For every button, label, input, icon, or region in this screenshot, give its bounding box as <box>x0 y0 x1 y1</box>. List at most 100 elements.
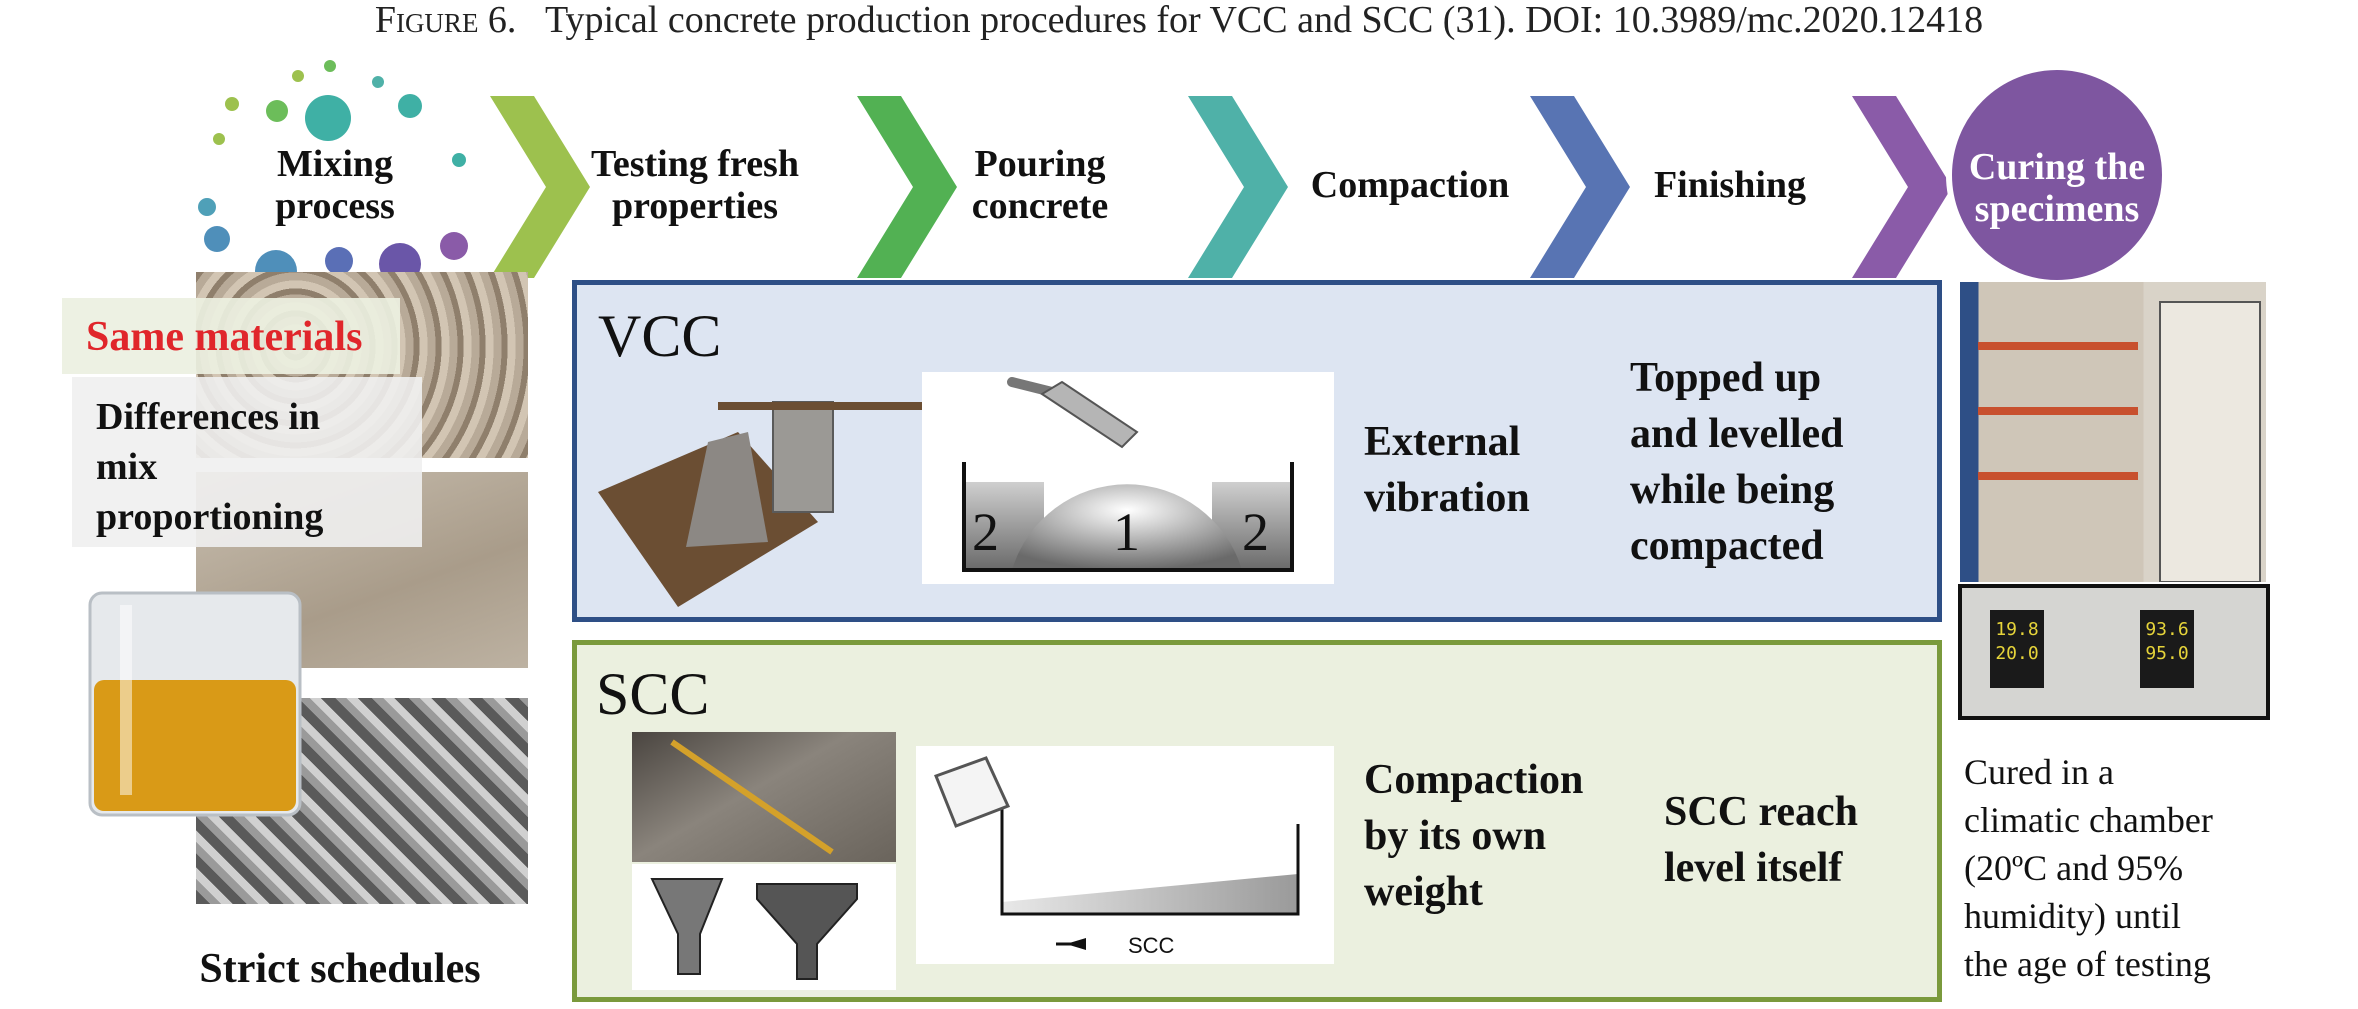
same-materials-label: Same materials <box>86 314 363 360</box>
figure-label: Figure 6. <box>374 0 517 41</box>
scc-fill <box>1002 874 1298 914</box>
chevron-arrow-1 <box>490 96 590 278</box>
chamber-door <box>2159 301 2261 582</box>
curing-description: Cured in a climatic chamber (20ºC and 95… <box>1964 748 2213 988</box>
scc-flow-label: SCC <box>1128 933 1175 958</box>
beaker-liquid <box>94 680 296 811</box>
chamber-shelves-svg <box>1978 301 2261 582</box>
scc-label: SCC <box>596 661 710 727</box>
step-finishing: Finishing <box>1630 164 1830 206</box>
step-label-line: concrete <box>971 185 1109 227</box>
chevron-arrow-3 <box>1188 96 1288 278</box>
text-line: Cured in a <box>1964 752 2114 792</box>
text-line: the age of testing <box>1964 944 2211 984</box>
scc-flow-svg <box>934 756 1300 950</box>
pouring-cup <box>934 756 1011 828</box>
text-line: Compaction <box>1364 757 1584 803</box>
figure-caption-text: Typical concrete production procedures f… <box>544 0 1984 41</box>
dot <box>225 97 239 111</box>
scoop-head <box>1040 380 1139 449</box>
chevron-shape <box>490 96 590 278</box>
differences-banner <box>72 377 422 547</box>
same-materials-banner <box>62 298 400 374</box>
text-line: (20ºC and 95% <box>1964 848 2184 888</box>
layer-number-left: 2 <box>972 502 999 562</box>
text-line: weight <box>1364 869 1483 915</box>
beaker-highlight <box>120 605 132 795</box>
text-line: External <box>1364 419 1521 465</box>
dot <box>292 70 304 82</box>
text-line: vibration <box>1364 475 1530 521</box>
dot <box>204 226 230 252</box>
dot <box>305 95 351 141</box>
text-line: while being <box>1630 467 1835 513</box>
layer-number-center: 1 <box>1113 502 1140 562</box>
vcc-layers-svg <box>962 377 1294 572</box>
display-value: 19.8 <box>1995 619 2039 640</box>
text-line: Topped up <box>1630 355 1822 401</box>
vcc-finishing-text: Topped up and levelled while being compa… <box>1630 350 1844 574</box>
text-line: SCC reach <box>1664 789 1859 835</box>
step-pouring: Pouring concrete <box>930 143 1150 227</box>
display-value: 93.6 <box>2145 619 2189 640</box>
text-line: compacted <box>1630 523 1824 569</box>
layer-number-right: 2 <box>1242 502 1269 562</box>
slump-flow-rule <box>670 739 834 855</box>
step-curing: Curing the specimens <box>1946 146 2168 230</box>
dot <box>372 76 384 88</box>
chevron-shape <box>1852 96 1952 278</box>
admixture-beaker-image <box>88 591 302 817</box>
v-funnel-svg <box>650 878 858 980</box>
chevron-arrow-4 <box>1530 96 1630 278</box>
shelf <box>1978 407 2138 415</box>
text-line: humidity) until <box>1964 896 2182 936</box>
differences-label: Differences in mix proportioning <box>96 392 323 542</box>
dot <box>440 232 468 260</box>
step-mixing-process: Mixing process <box>230 143 440 227</box>
measuring-tape <box>670 739 834 855</box>
central-dome <box>1012 484 1242 570</box>
text-line: by its own <box>1364 813 1547 859</box>
chevron-arrow-2 <box>857 96 957 278</box>
dot <box>452 153 466 167</box>
slump-test-photo <box>598 401 938 607</box>
slumped-concrete <box>686 432 768 547</box>
display-value: 20.0 <box>1995 643 2039 664</box>
tamping-rod <box>718 402 938 410</box>
step-compaction: Compaction <box>1290 164 1530 206</box>
dot <box>198 198 216 216</box>
dot <box>213 133 225 145</box>
chevron-shape <box>1188 96 1288 278</box>
shelf <box>1978 472 2138 480</box>
chevron-shape <box>1530 96 1630 278</box>
step-label-line: specimens <box>1974 188 2140 230</box>
scc-compaction-text: Compaction by its own weight <box>1364 752 1583 920</box>
funnel-left <box>650 878 724 975</box>
chevron-shape <box>857 96 957 278</box>
shelf <box>1978 342 2138 350</box>
dot <box>266 100 288 122</box>
step-label-line: Compaction <box>1310 164 1510 206</box>
chevron-arrow-5 <box>1852 96 1952 278</box>
display-value: 95.0 <box>2145 643 2189 664</box>
figure-caption: Figure 6. Typical concrete production pr… <box>0 0 2358 40</box>
step-label-line: Testing fresh <box>591 143 799 185</box>
strict-schedules-label: Strict schedules <box>199 946 481 992</box>
dot <box>325 247 353 275</box>
curing-circle <box>1946 64 2168 286</box>
step-label-line: process <box>275 185 395 227</box>
controller-display-1: 19.8 20.0 <box>1990 610 2044 688</box>
controller-display-2: 93.6 95.0 <box>2140 610 2194 688</box>
scc-finishing-text: SCC reach level itself <box>1664 784 1858 896</box>
step-label-line: Curing the <box>1968 146 2146 188</box>
slump-flow-photo <box>632 732 896 862</box>
text-line: level itself <box>1664 845 1843 891</box>
text-line: climatic chamber <box>1964 800 2213 840</box>
dot <box>324 60 336 72</box>
slump-cone <box>772 401 834 513</box>
step-testing-fresh: Testing fresh properties <box>580 143 810 227</box>
scoop-handle <box>1007 377 1057 397</box>
step-label-line: Mixing <box>276 143 394 185</box>
container-outline <box>1000 806 1300 916</box>
step-label-line: Pouring <box>974 143 1106 185</box>
